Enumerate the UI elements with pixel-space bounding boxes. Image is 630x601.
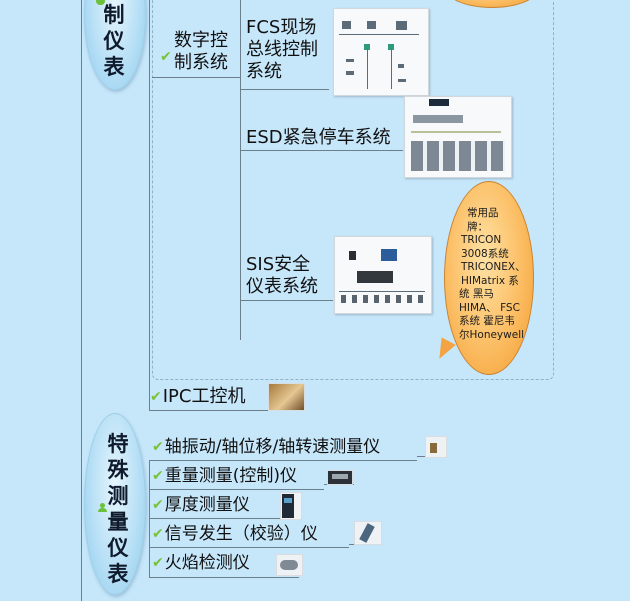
node-label-line: 系统 <box>246 61 282 82</box>
node-label-line: 制系统 <box>174 52 228 73</box>
digital-control-boundary <box>152 0 554 380</box>
check-icon: ✔ <box>150 389 162 405</box>
vibration-underline <box>149 460 417 461</box>
sis-system-diagram-image <box>334 236 432 314</box>
person-icon <box>98 503 107 512</box>
node-weighing-controller[interactable]: ✔重量测量(控制)仪 <box>152 466 297 488</box>
node-label-line: 仪表系统 <box>246 276 318 297</box>
ipc-photo-image <box>268 383 305 411</box>
node-label: 轴振动/轴位移/轴转速测量仪 <box>164 437 381 457</box>
node-label: IPC工控机 <box>162 386 246 407</box>
check-icon: ✔ <box>152 468 164 484</box>
check-icon: ✔ <box>152 526 164 542</box>
node-label: 火焰检测仪 <box>164 553 250 573</box>
digital-control-underline <box>152 77 240 78</box>
esd-underline <box>241 150 403 151</box>
sis-brands-text: 常用品 牌： TRICON 3008系统 TRICONEX、 HIMatrix … <box>459 207 526 341</box>
thickness-gauge-image <box>280 492 302 520</box>
calibrator-underline <box>149 547 349 548</box>
check-icon: ✔ <box>160 49 172 65</box>
node-flame-detector[interactable]: ✔火焰检测仪 <box>152 553 250 575</box>
check-icon: ✔ <box>152 439 164 455</box>
sis-underline <box>241 300 333 301</box>
node-label-line: 总线控制 <box>246 39 318 60</box>
digital-control-line <box>240 0 241 340</box>
weighing-underline <box>149 489 324 490</box>
node-sis[interactable]: SIS安全 仪表系统 <box>246 254 318 298</box>
check-icon: ✔ <box>152 497 164 513</box>
signal-calibrator-image <box>354 521 382 545</box>
node-fcs[interactable]: FCS现场 总线控制 系统 <box>246 17 318 83</box>
sis-brands-callout <box>444 181 534 375</box>
node-digital-control-system[interactable]: ✔ 数字控 制系统 <box>160 30 228 74</box>
vibration-monitor-image <box>425 436 447 458</box>
flame-detector-image <box>276 554 303 576</box>
node-thickness-gauge[interactable]: ✔厚度测量仪 <box>152 495 250 517</box>
esd-cabinet-diagram-image <box>404 96 512 178</box>
fcs-network-diagram-image <box>333 8 429 96</box>
thickness-underline <box>149 518 299 519</box>
node-label-line: FCS现场 <box>246 17 317 38</box>
branch-2-line <box>149 460 150 578</box>
branch-label-control-instruments: 制 仪 表 <box>103 3 125 79</box>
node-label-line: 数字控 <box>174 30 228 51</box>
node-label: 信号发生（校验）仪 <box>164 524 318 544</box>
node-esd[interactable]: ESD紧急停车系统 <box>246 127 391 149</box>
node-label-line: ESD紧急停车系统 <box>246 127 391 148</box>
trunk-line <box>81 0 82 601</box>
node-label: 重量测量(控制)仪 <box>164 466 297 486</box>
node-label: 厚度测量仪 <box>164 495 250 515</box>
node-vibration-monitor[interactable]: ✔轴振动/轴位移/轴转速测量仪 <box>152 437 380 459</box>
fcs-underline <box>241 89 329 90</box>
node-signal-calibrator[interactable]: ✔信号发生（校验）仪 <box>152 524 318 546</box>
node-ipc[interactable]: ✔IPC工控机 <box>150 386 245 409</box>
branch-label-special-instruments: 特 殊 测 量 仪 表 <box>107 432 129 586</box>
flame-underline <box>149 577 299 578</box>
check-icon: ✔ <box>152 555 164 571</box>
weighing-controller-image <box>327 470 353 485</box>
person-icon <box>96 0 105 5</box>
branch-node-special-instruments[interactable] <box>84 413 146 595</box>
branch-1-line <box>149 0 150 410</box>
node-label-line: SIS安全 <box>246 254 311 275</box>
ipc-underline <box>149 410 304 411</box>
